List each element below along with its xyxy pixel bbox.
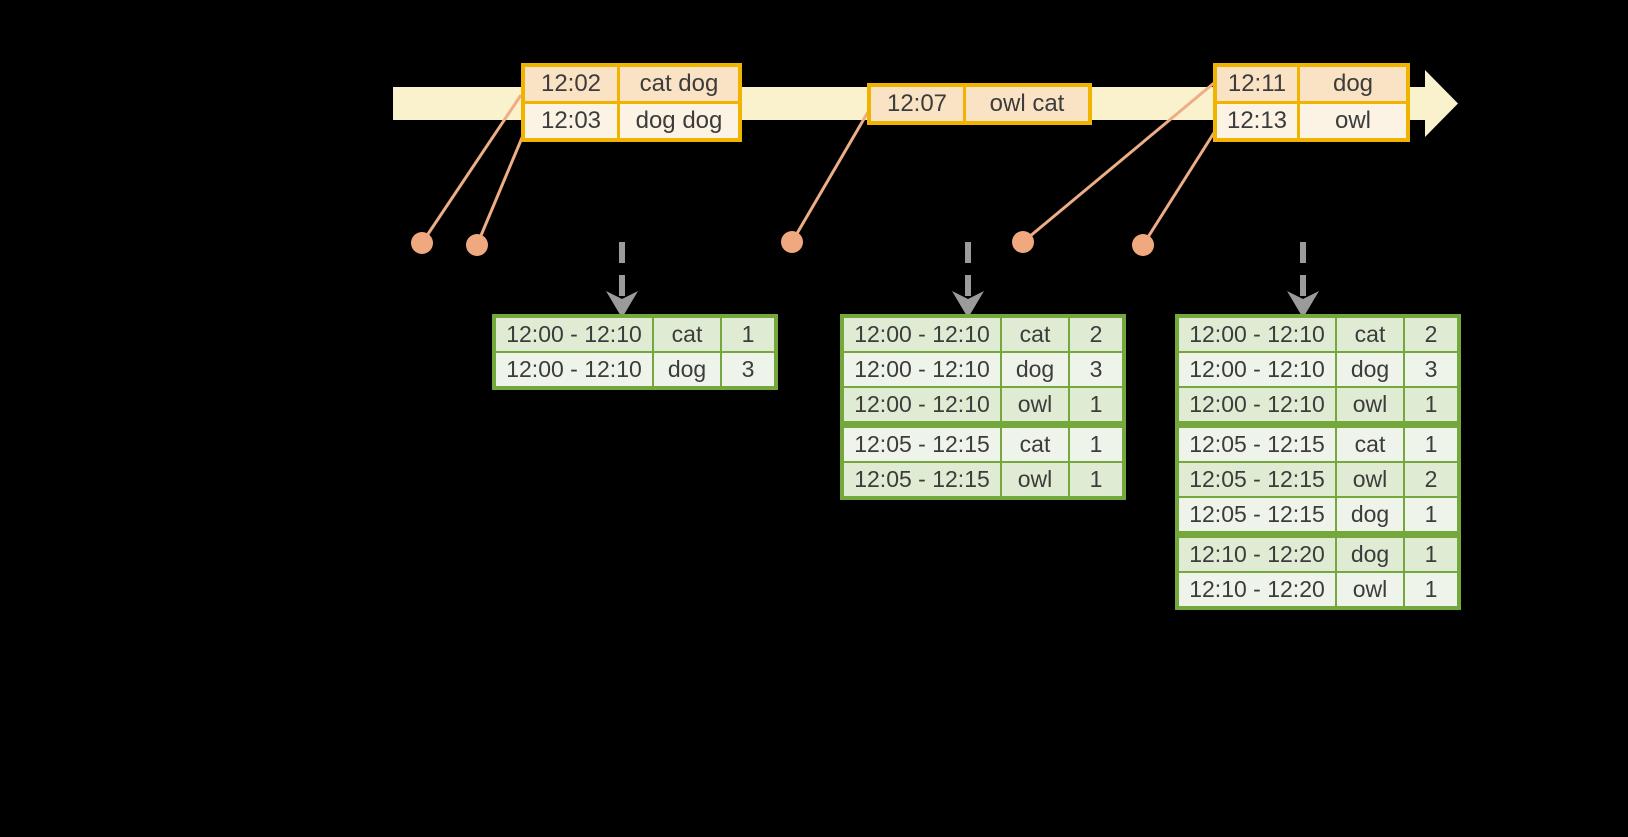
- window-cell: 12:00 - 12:10: [841, 386, 1002, 426]
- word-cell: owl: [1335, 461, 1405, 498]
- window-cell: 12:00 - 12:10: [841, 351, 1002, 388]
- count-cell: 1: [1403, 531, 1460, 573]
- timeline-arrowhead-icon: [1425, 70, 1458, 137]
- event-row: 12:11 dog: [1213, 63, 1410, 104]
- event-table-2: 12:07 owl cat: [867, 83, 1092, 125]
- window-cell: 12:05 - 12:15: [1176, 461, 1337, 498]
- window-cell: 12:05 - 12:15: [841, 421, 1002, 463]
- event-dot-1: [411, 232, 433, 254]
- result-table-1: 12:00 - 12:10 cat 1 12:00 - 12:10 dog 3: [492, 314, 778, 390]
- window-cell: 12:05 - 12:15: [1176, 496, 1337, 536]
- result-row: 12:00 - 12:10 dog 3: [841, 351, 1125, 388]
- window-cell: 12:00 - 12:10: [493, 315, 654, 353]
- count-cell: 2: [1403, 461, 1460, 498]
- connector-line-3: [790, 111, 870, 243]
- connector-line-4: [1022, 81, 1215, 244]
- event-table-1: 12:02 cat dog 12:03 dog dog: [521, 63, 742, 142]
- trigger-arrows: [606, 242, 1319, 318]
- count-cell: 1: [1403, 571, 1460, 609]
- result-row: 12:00 - 12:10 dog 3: [493, 351, 777, 389]
- word-cell: dog: [1335, 496, 1405, 536]
- result-row: 12:05 - 12:15 dog 1: [1176, 496, 1460, 536]
- event-words-cell: dog dog: [617, 101, 742, 142]
- window-cell: 12:05 - 12:15: [1176, 421, 1337, 463]
- event-dot-5: [1132, 234, 1154, 256]
- word-cell: owl: [1335, 571, 1405, 609]
- word-cell: dog: [652, 351, 722, 389]
- result-table-3: 12:00 - 12:10 cat 2 12:00 - 12:10 dog 3 …: [1175, 314, 1461, 610]
- window-cell: 12:00 - 12:10: [1176, 315, 1337, 353]
- event-dot-2: [466, 234, 488, 256]
- word-cell: cat: [1335, 315, 1405, 353]
- result-row: 12:05 - 12:15 cat 1: [1176, 421, 1460, 463]
- event-dots: [411, 231, 1154, 256]
- word-cell: cat: [652, 315, 722, 353]
- result-row: 12:05 - 12:15 owl 2: [1176, 461, 1460, 498]
- count-cell: 1: [1068, 421, 1125, 463]
- result-row: 12:00 - 12:10 cat 2: [841, 315, 1125, 353]
- event-row: 12:02 cat dog: [521, 63, 742, 104]
- count-cell: 3: [1068, 351, 1125, 388]
- word-cell: cat: [1000, 421, 1070, 463]
- count-cell: 1: [720, 315, 777, 353]
- event-words-cell: owl: [1297, 101, 1410, 142]
- count-cell: 3: [1403, 351, 1460, 388]
- word-cell: dog: [1335, 531, 1405, 573]
- word-cell: dog: [1335, 351, 1405, 388]
- connector-lines: [420, 81, 1219, 246]
- connector-line-1: [420, 94, 523, 244]
- result-row: 12:00 - 12:10 cat 2: [1176, 315, 1460, 353]
- word-cell: dog: [1000, 351, 1070, 388]
- count-cell: 2: [1403, 315, 1460, 353]
- window-cell: 12:10 - 12:20: [1176, 531, 1337, 573]
- connector-line-5: [1141, 127, 1219, 246]
- count-cell: 3: [720, 351, 777, 389]
- word-cell: owl: [1335, 386, 1405, 426]
- window-cell: 12:10 - 12:20: [1176, 571, 1337, 609]
- count-cell: 1: [1403, 421, 1460, 463]
- window-cell: 12:00 - 12:10: [1176, 386, 1337, 426]
- window-cell: 12:00 - 12:10: [493, 351, 654, 389]
- trigger-arrow-head-icon-2: [952, 291, 984, 318]
- event-words-cell: cat dog: [617, 63, 742, 104]
- event-time-cell: 12:13: [1213, 101, 1300, 142]
- result-row: 12:05 - 12:15 cat 1: [841, 421, 1125, 463]
- word-cell: cat: [1335, 421, 1405, 463]
- result-row: 12:00 - 12:10 dog 3: [1176, 351, 1460, 388]
- event-time-cell: 12:02: [521, 63, 620, 104]
- connector-line-2: [475, 132, 526, 246]
- event-words-cell: dog: [1297, 63, 1410, 104]
- window-cell: 12:05 - 12:15: [841, 461, 1002, 499]
- trigger-arrow-head-icon-3: [1287, 291, 1319, 318]
- word-cell: owl: [1000, 461, 1070, 499]
- count-cell: 1: [1403, 386, 1460, 426]
- count-cell: 1: [1068, 386, 1125, 426]
- word-cell: cat: [1000, 315, 1070, 353]
- event-words-cell: owl cat: [963, 83, 1092, 125]
- event-dot-3: [781, 231, 803, 253]
- result-table-2: 12:00 - 12:10 cat 2 12:00 - 12:10 dog 3 …: [840, 314, 1126, 500]
- result-row: 12:00 - 12:10 owl 1: [1176, 386, 1460, 426]
- trigger-arrow-head-icon-1: [606, 291, 638, 318]
- result-row: 12:10 - 12:20 dog 1: [1176, 531, 1460, 573]
- window-cell: 12:00 - 12:10: [841, 315, 1002, 353]
- event-row: 12:13 owl: [1213, 101, 1410, 142]
- count-cell: 1: [1068, 461, 1125, 499]
- result-row: 12:00 - 12:10 cat 1: [493, 315, 777, 353]
- event-time-cell: 12:07: [867, 83, 966, 125]
- event-row: 12:07 owl cat: [867, 83, 1092, 125]
- event-time-cell: 12:11: [1213, 63, 1300, 104]
- event-table-3: 12:11 dog 12:13 owl: [1213, 63, 1410, 142]
- count-cell: 2: [1068, 315, 1125, 353]
- count-cell: 1: [1403, 496, 1460, 536]
- result-row: 12:00 - 12:10 owl 1: [841, 386, 1125, 426]
- event-dot-4: [1012, 231, 1034, 253]
- word-cell: owl: [1000, 386, 1070, 426]
- window-cell: 12:00 - 12:10: [1176, 351, 1337, 388]
- result-row: 12:05 - 12:15 owl 1: [841, 461, 1125, 499]
- event-time-cell: 12:03: [521, 101, 620, 142]
- result-row: 12:10 - 12:20 owl 1: [1176, 571, 1460, 609]
- event-row: 12:03 dog dog: [521, 101, 742, 142]
